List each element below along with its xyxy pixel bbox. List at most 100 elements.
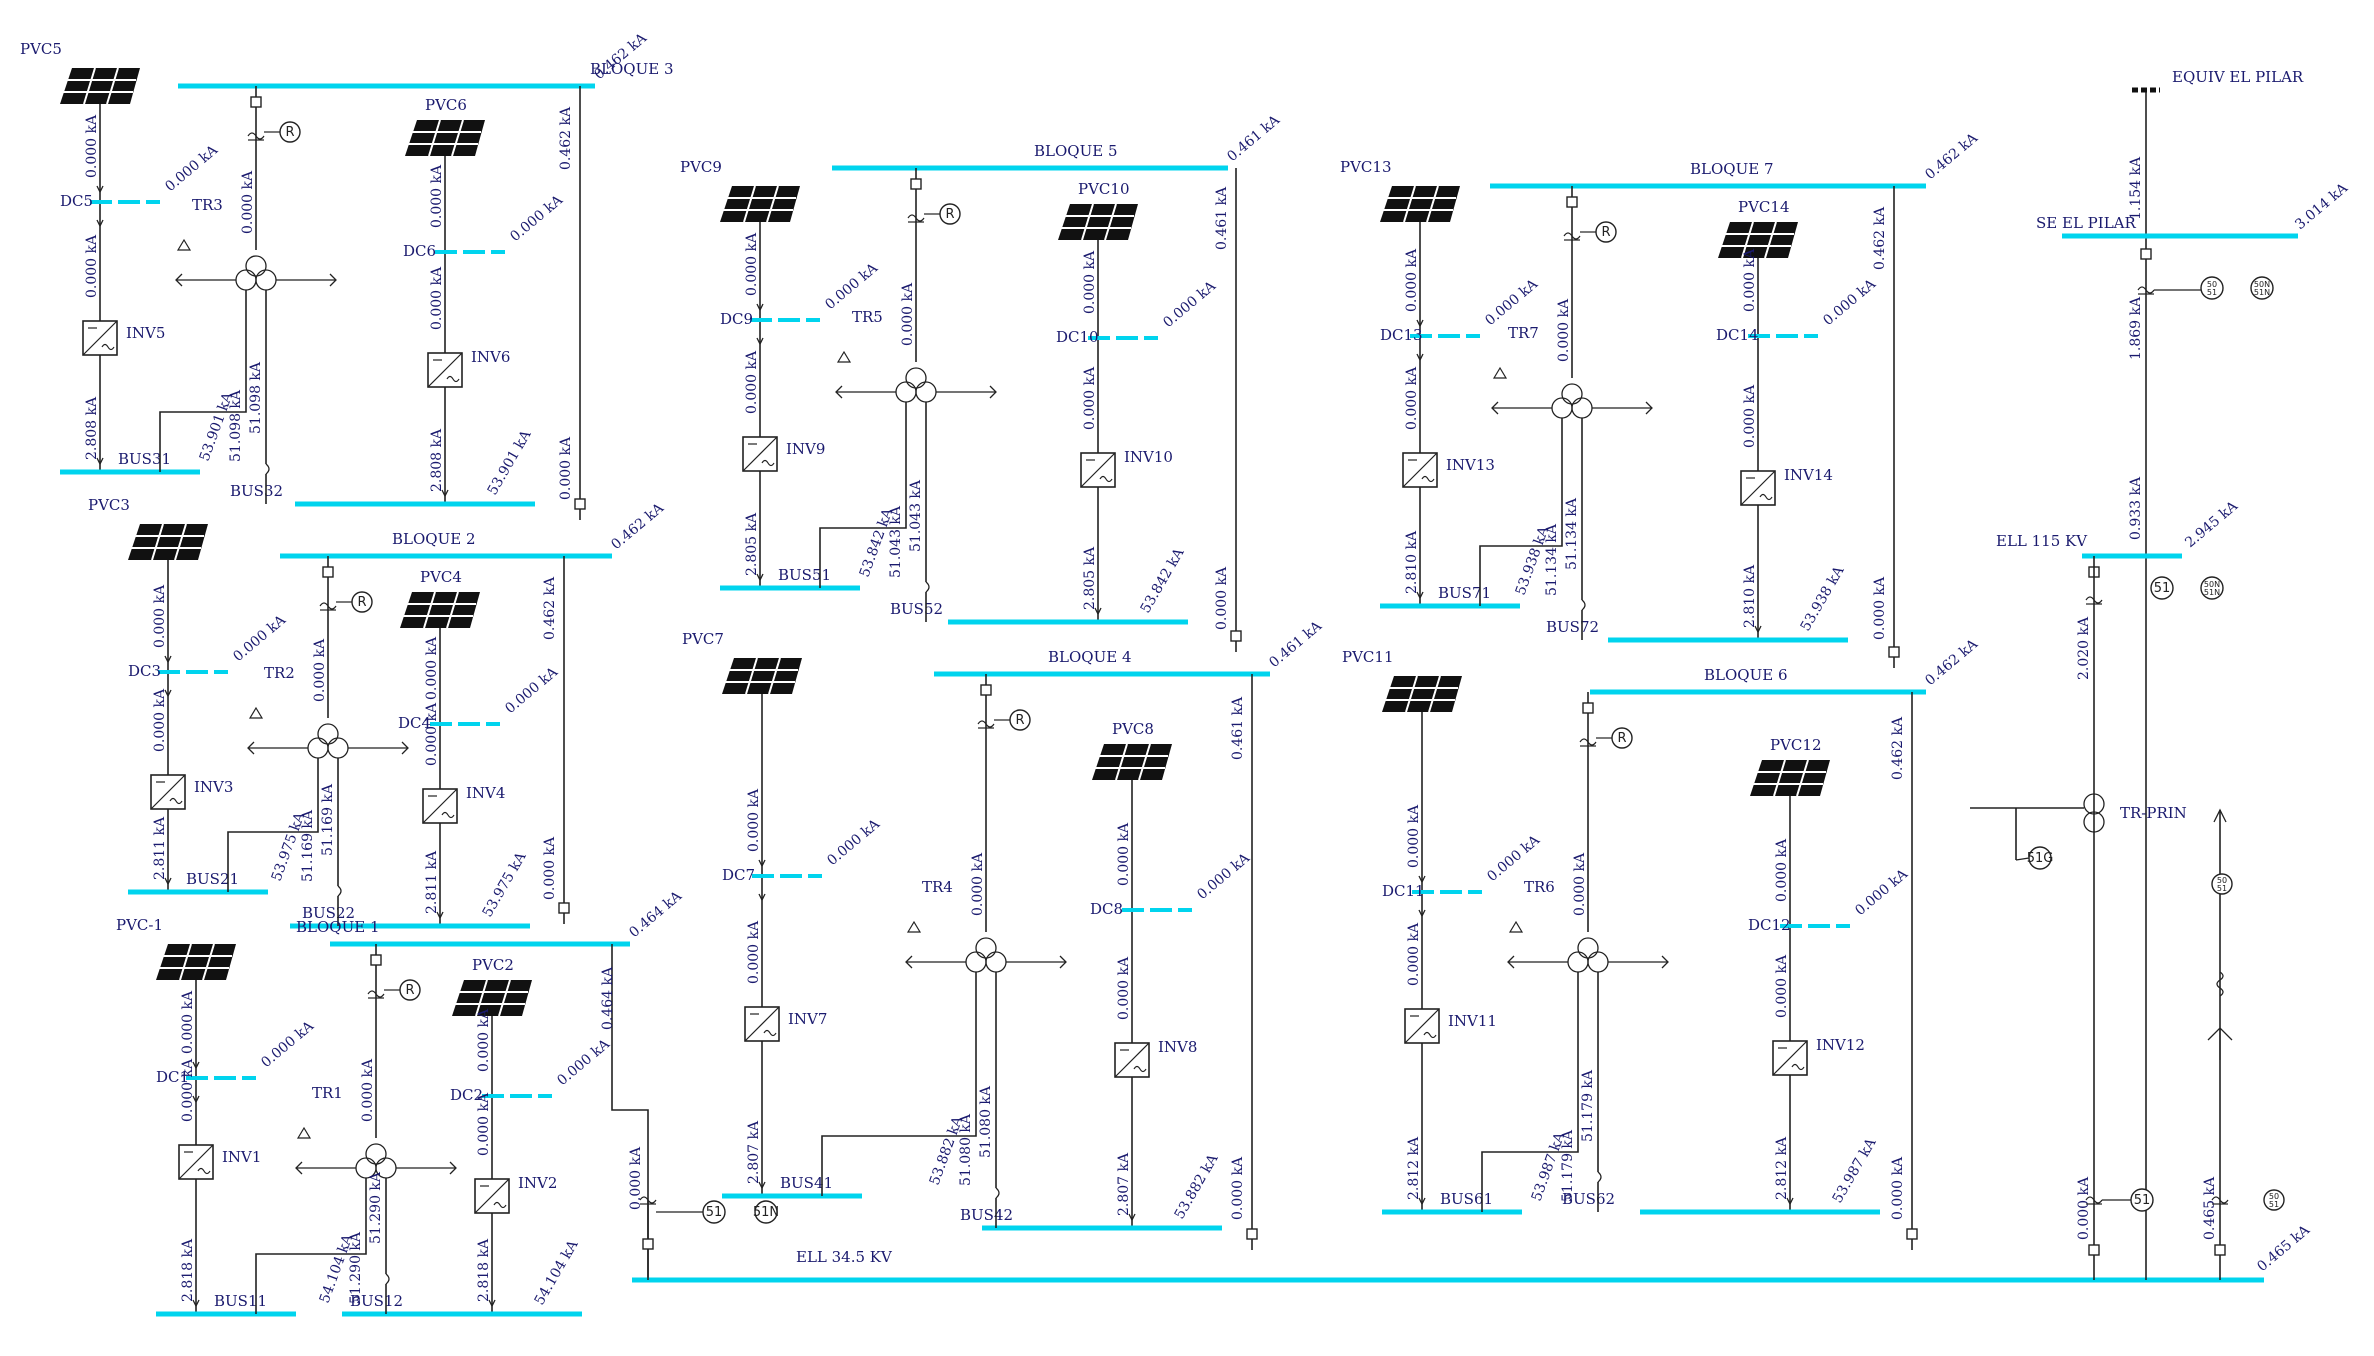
- breaker-icon[interactable]: [2140, 248, 2152, 260]
- relay-51-icon[interactable]: 51: [2130, 1188, 2154, 1212]
- solar-panel-icon[interactable]: [721, 657, 803, 695]
- branch-current: 2.808 kA: [84, 396, 100, 460]
- feeder-current: 0.462 kA: [558, 106, 574, 170]
- inverter-icon[interactable]: [427, 352, 463, 388]
- arrow-icon: [1416, 319, 1424, 328]
- relay-r-icon[interactable]: R: [279, 121, 301, 143]
- arrow-icon: [96, 219, 104, 228]
- solar-panel-icon[interactable]: [451, 979, 533, 1017]
- branch-current: 2.807 kA: [1116, 1152, 1132, 1216]
- inverter-icon[interactable]: [178, 1144, 214, 1180]
- solar-panel-icon[interactable]: [719, 185, 801, 223]
- breaker-icon[interactable]: [1582, 702, 1594, 714]
- breaker-icon[interactable]: [558, 902, 570, 914]
- relay-r-icon[interactable]: R: [399, 979, 421, 1001]
- relay-r-icon[interactable]: R: [351, 591, 373, 613]
- inverter-icon[interactable]: [1772, 1040, 1808, 1076]
- inverter-icon[interactable]: [744, 1006, 780, 1042]
- inverter-icon[interactable]: [1740, 470, 1776, 506]
- dc-fault-current: 0.000 kA: [230, 612, 289, 665]
- solar-panel-icon[interactable]: [399, 591, 481, 629]
- breaker-icon[interactable]: [1246, 1228, 1258, 1240]
- lv-current: 51.179 kA: [1560, 1129, 1576, 1202]
- cable-icon: [1581, 599, 1586, 611]
- relay-r-icon[interactable]: R: [1611, 727, 1633, 749]
- svg-text:50: 50: [2269, 1192, 2279, 1201]
- solar-panel-icon[interactable]: [127, 523, 209, 561]
- relay-r-icon[interactable]: R: [1595, 221, 1617, 243]
- breaker-icon[interactable]: [322, 566, 334, 578]
- inverter-name: INV5: [126, 324, 165, 342]
- dc-fault-current: 0.000 kA: [1194, 850, 1253, 903]
- solar-panel-icon[interactable]: [1381, 675, 1463, 713]
- breaker-icon[interactable]: [250, 96, 262, 108]
- relay-51-icon[interactable]: 51: [2150, 576, 2174, 600]
- tr-lv-wire: [159, 290, 247, 472]
- inverter-icon[interactable]: [1114, 1042, 1150, 1078]
- reactor-icon[interactable]: [2216, 971, 2224, 997]
- transformer-name: TR2: [264, 664, 295, 682]
- feeder-current: 0.462 kA: [542, 576, 558, 640]
- solar-panel-icon[interactable]: [155, 943, 237, 981]
- solar-panel-icon[interactable]: [1379, 185, 1461, 223]
- inverter-icon[interactable]: [82, 320, 118, 356]
- pv-name: PVC-1: [116, 916, 163, 934]
- breaker-icon[interactable]: [642, 1238, 654, 1250]
- relay-51-icon[interactable]: 51: [702, 1200, 726, 1224]
- inverter-icon[interactable]: [1404, 1008, 1440, 1044]
- arrow-icon: [758, 893, 766, 902]
- solar-panel-icon[interactable]: [59, 67, 141, 105]
- branch-current: 0.000 kA: [1404, 366, 1420, 430]
- relay-r-icon[interactable]: R: [939, 203, 961, 225]
- arrow-icon: [1786, 1197, 1794, 1206]
- inverter-icon[interactable]: [742, 436, 778, 472]
- inverter-icon[interactable]: [1080, 452, 1116, 488]
- relay-51n-icon[interactable]: 51N: [753, 1200, 779, 1224]
- svg-text:R: R: [1601, 225, 1610, 240]
- breaker-icon[interactable]: [2088, 1244, 2100, 1256]
- breaker-icon[interactable]: [370, 954, 382, 966]
- solar-panel-icon[interactable]: [404, 119, 486, 157]
- block-name: BLOQUE 3: [590, 60, 673, 78]
- branch-current: 0.000 kA: [152, 688, 168, 752]
- arrow-icon: [758, 859, 766, 868]
- arrow-icon: [1754, 625, 1762, 634]
- breaker-icon[interactable]: [574, 498, 586, 510]
- breaker-icon[interactable]: [2214, 1244, 2226, 1256]
- breaker-icon[interactable]: [1230, 630, 1242, 642]
- solar-panel-icon[interactable]: [1091, 743, 1173, 781]
- transformer-name: TR5: [852, 308, 883, 326]
- inverter-icon[interactable]: [422, 788, 458, 824]
- sc-current: 54.104 kA: [532, 1237, 582, 1308]
- solar-panel-icon[interactable]: [1057, 203, 1139, 241]
- transformer-icon[interactable]: [2083, 811, 2105, 833]
- tr-lv-wire: [227, 758, 319, 892]
- bus-name: BUS12: [350, 1292, 403, 1310]
- breaker-icon[interactable]: [910, 178, 922, 190]
- arrow-icon: [441, 489, 449, 498]
- solar-panel-icon[interactable]: [1749, 759, 1831, 797]
- arrow-icon: [1128, 1213, 1136, 1222]
- relay-r-icon[interactable]: R: [1009, 709, 1031, 731]
- inverter-icon[interactable]: [1402, 452, 1438, 488]
- dc-name: DC11: [1382, 882, 1425, 900]
- inverter-icon[interactable]: [474, 1178, 510, 1214]
- transformer-icon[interactable]: [2083, 793, 2105, 815]
- branch-current: 0.000 kA: [152, 584, 168, 648]
- breaker-icon[interactable]: [1888, 646, 1900, 658]
- svg-text:50: 50: [2217, 876, 2227, 885]
- relay-51g-icon[interactable]: 51G: [2027, 846, 2054, 870]
- tr-lv-wire: [821, 972, 977, 1196]
- inverter-icon[interactable]: [150, 774, 186, 810]
- surge-arrester-icon[interactable]: [2207, 1027, 2233, 1060]
- tr-current: 0.000 kA: [900, 282, 916, 346]
- breaker-icon[interactable]: [980, 684, 992, 696]
- breaker-icon[interactable]: [1566, 196, 1578, 208]
- breaker-icon[interactable]: [1906, 1228, 1918, 1240]
- solar-panel-icon[interactable]: [1717, 221, 1799, 259]
